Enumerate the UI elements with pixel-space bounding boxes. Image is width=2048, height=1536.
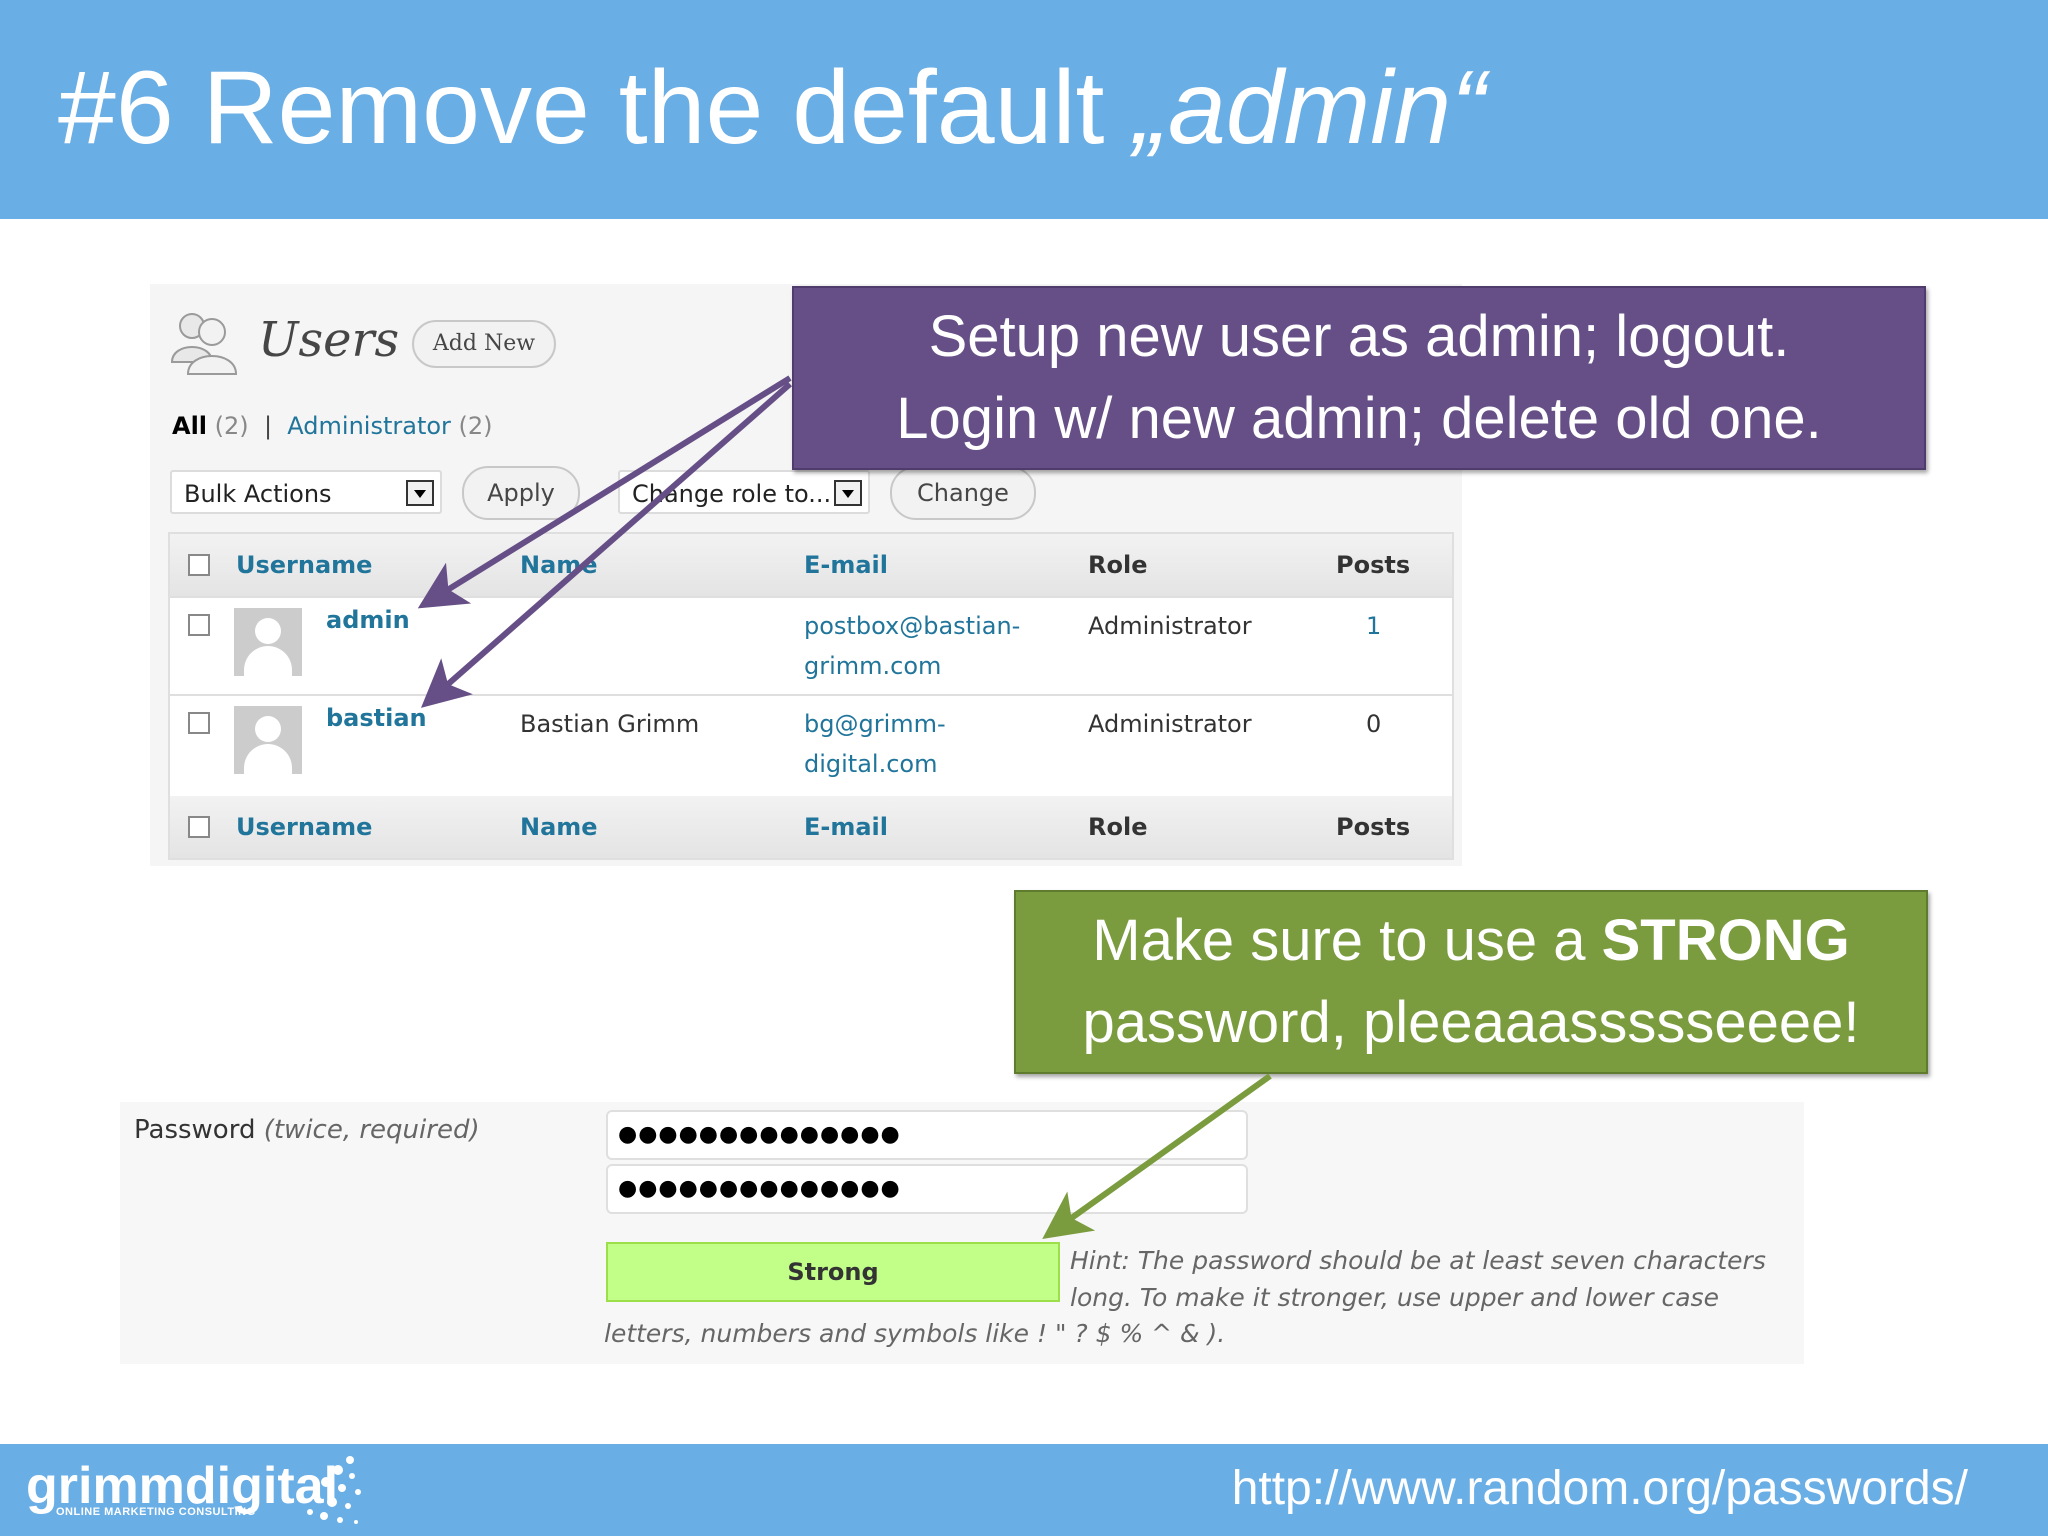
password-field[interactable]: ●●●●●●●●●●●●●● (606, 1110, 1248, 1160)
users-table: Username Name E-mail Role Posts admin po… (168, 532, 1454, 860)
logo-subtext: ONLINE MARKETING CONSULTING (56, 1506, 256, 1518)
slide-title-italic: „admin“ (1133, 50, 1486, 166)
user-email-line2[interactable]: grimm.com (804, 652, 942, 680)
slide-header (0, 0, 2048, 219)
password-label-note: (twice, required) (263, 1115, 480, 1145)
bulk-actions-value: Bulk Actions (184, 480, 332, 508)
user-role: Administrator (1088, 612, 1252, 640)
arrow-to-bastian (420, 381, 792, 708)
password-hint: Hint: The password should be at least se… (1070, 1246, 1766, 1312)
user-name: Bastian Grimm (520, 710, 700, 738)
column-email[interactable]: E-mail (804, 813, 889, 841)
row-checkbox[interactable] (188, 614, 210, 636)
apply-button[interactable]: Apply (462, 466, 580, 520)
column-role: Role (1088, 813, 1148, 841)
column-username[interactable]: Username (236, 551, 373, 579)
table-header: Username Name E-mail Role Posts (170, 534, 1452, 596)
arrow-to-admin (417, 375, 792, 609)
filter-all[interactable]: All (172, 412, 208, 440)
column-name[interactable]: Name (520, 813, 598, 841)
filter-administrator-count: (2) (458, 412, 493, 440)
logo: grimmdigital (26, 1457, 339, 1515)
page-title: Users (258, 312, 400, 368)
user-role-filters: All (2) | Administrator (2) (172, 408, 493, 444)
slide-title-text: #6 Remove the default (58, 50, 1134, 166)
table-row: admin postbox@bastian- grimm.com Adminis… (170, 596, 1452, 692)
filter-administrator[interactable]: Administrator (287, 412, 451, 440)
column-posts: Posts (1336, 813, 1411, 841)
table-footer: Username Name E-mail Role Posts (170, 796, 1452, 858)
password-label-text: Password (134, 1115, 256, 1145)
add-new-button[interactable]: Add New (412, 320, 556, 368)
column-posts: Posts (1336, 551, 1411, 579)
password-label: Password (twice, required) (134, 1112, 480, 1148)
admin-callout-line1: Setup new user as admin; logout. (928, 304, 1790, 369)
bulk-actions-select[interactable]: Bulk Actions (170, 470, 442, 514)
column-username[interactable]: Username (236, 813, 373, 841)
column-email[interactable]: E-mail (804, 551, 889, 579)
user-posts[interactable]: 1 (1366, 612, 1382, 640)
password-hint-continued: letters, numbers and symbols like ! " ? … (604, 1319, 1226, 1348)
password-confirm-field[interactable]: ●●●●●●●●●●●●●● (606, 1164, 1248, 1214)
footer-url-link[interactable]: http://www.random.org/passwords/ (1231, 1462, 1968, 1515)
select-all-checkbox[interactable] (188, 816, 210, 838)
username-link[interactable]: admin (326, 606, 410, 634)
table-row: bastian Bastian Grimm bg@grimm- digital.… (170, 694, 1452, 790)
filter-separator: | (263, 412, 273, 440)
user-email-line1[interactable]: postbox@bastian- (804, 612, 1021, 640)
password-callout-strong: STRONG (1601, 908, 1850, 973)
change-button[interactable]: Change (890, 466, 1036, 520)
password-callout-line1: Make sure to use a STRONG (1016, 900, 1926, 982)
chevron-down-icon[interactable] (834, 480, 862, 506)
admin-callout: Setup new user as admin; logout. Login w… (792, 286, 1926, 470)
admin-callout-line2: Login w/ new admin; delete old one. (896, 386, 1822, 451)
slide-title: #6 Remove the default „admin“ (58, 38, 1486, 178)
chevron-down-icon[interactable] (406, 480, 434, 506)
password-strength-indicator: Strong (606, 1242, 1060, 1302)
avatar (234, 608, 302, 676)
select-all-checkbox[interactable] (188, 554, 210, 576)
arrow-to-strength (1042, 1073, 1272, 1239)
logo-dots-icon (307, 1456, 361, 1524)
avatar (234, 706, 302, 774)
password-callout-prefix: Make sure to use a (1092, 908, 1602, 973)
user-email-line2[interactable]: digital.com (804, 750, 938, 778)
password-callout-line2: password, pleeaaassssseeee! (1082, 990, 1860, 1055)
user-role: Administrator (1088, 710, 1252, 738)
filter-all-count: (2) (214, 412, 249, 440)
row-checkbox[interactable] (188, 712, 210, 734)
column-role: Role (1088, 551, 1148, 579)
user-email-line1[interactable]: bg@grimm- (804, 710, 946, 738)
username-link[interactable]: bastian (326, 704, 427, 732)
password-callout: Make sure to use a STRONG password, plee… (1014, 890, 1928, 1074)
user-posts: 0 (1366, 710, 1382, 738)
users-icon (170, 313, 238, 375)
